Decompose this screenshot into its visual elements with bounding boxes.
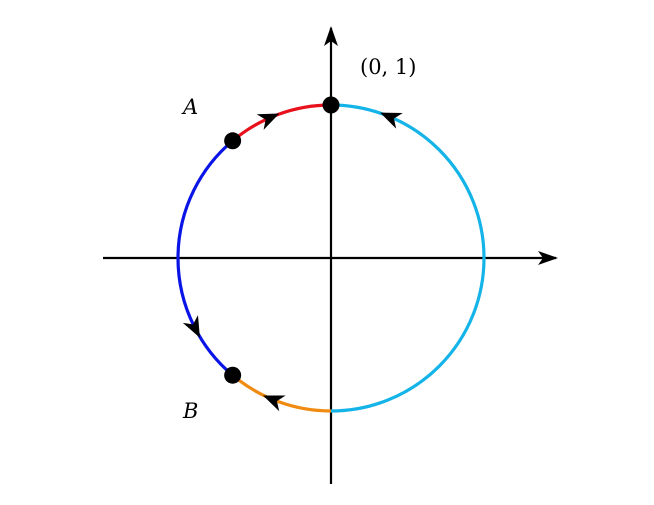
point-b-dot xyxy=(224,366,242,384)
arc-left-blue xyxy=(176,139,234,377)
point-top-dot xyxy=(322,96,340,114)
arc-direction-arrow-orange xyxy=(262,395,286,412)
arc-direction-arrow-blue xyxy=(182,315,200,338)
arc-top-left-red xyxy=(231,103,332,143)
point-top-label: (0, 1) xyxy=(360,55,416,79)
point-a-label: A xyxy=(181,95,198,119)
point-a-dot xyxy=(224,132,242,150)
point-b-label: B xyxy=(182,399,198,423)
arc-direction-arrow-red xyxy=(256,113,280,130)
arc-bottom-left-orange xyxy=(231,373,332,413)
arc-right-light-blue xyxy=(330,103,486,413)
arc-direction-arrow-light-blue xyxy=(380,112,403,129)
